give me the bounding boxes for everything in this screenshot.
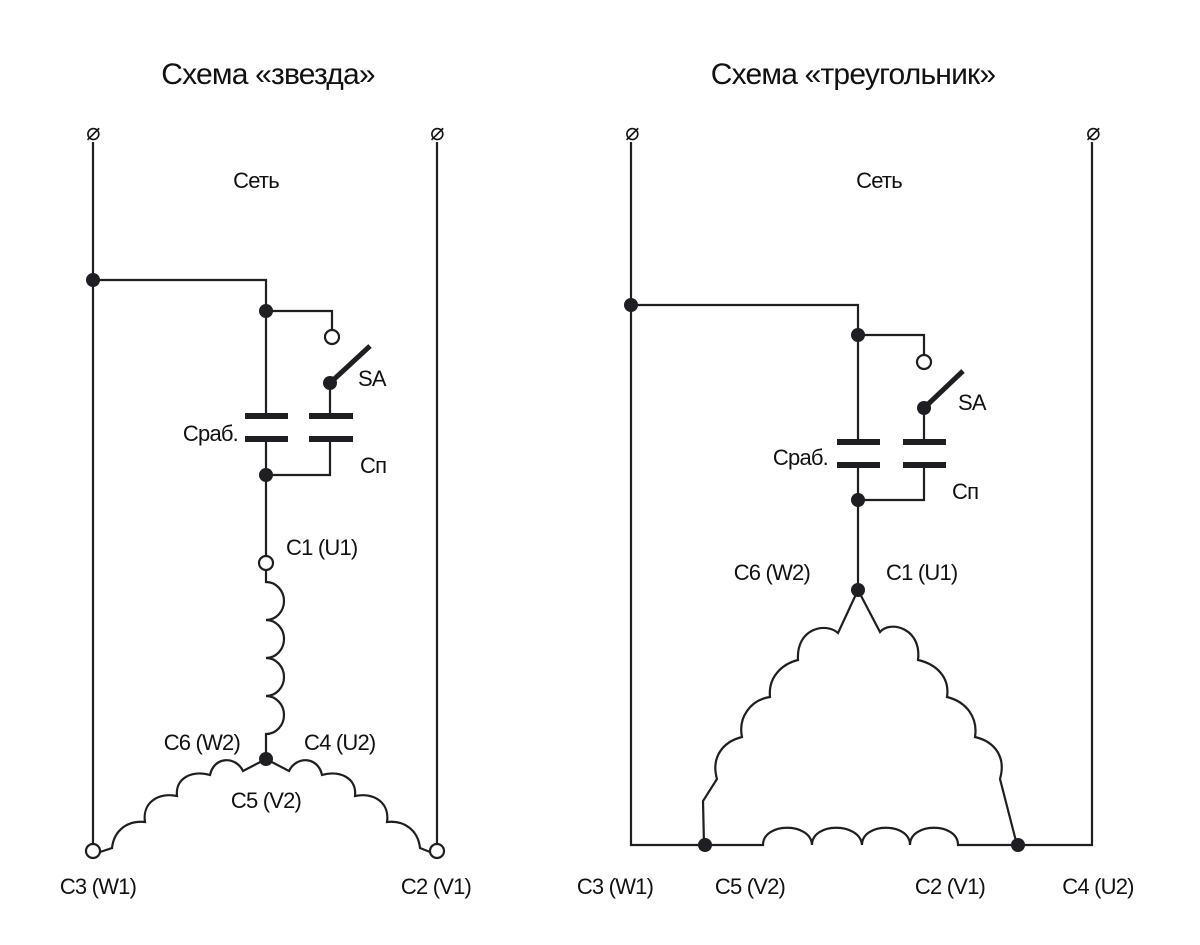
delta-right-node	[1011, 838, 1025, 852]
delta-switch-open-contact	[915, 353, 933, 371]
delta-left-node	[698, 838, 712, 852]
star-switch-sa-icon	[328, 344, 372, 385]
delta-label-c5: C5 (V2)	[715, 874, 785, 899]
delta-label-c4: C4 (U2)	[1062, 874, 1133, 899]
delta-diagram: Схема «треугольник» ⌀ ⌀ Сеть SA Сраб. Сп…	[577, 58, 1135, 899]
star-left-network-terminal-icon: ⌀	[86, 119, 100, 146]
delta-coil-bottom	[705, 826, 1018, 847]
star-cap-start-label: Сп	[360, 453, 386, 478]
delta-coil-left	[701, 589, 859, 846]
star-cap-junction-node	[259, 468, 273, 482]
star-label-c5: C5 (V2)	[231, 788, 301, 813]
delta-title: Схема «треугольник»	[711, 58, 996, 91]
star-branch-wire	[93, 278, 268, 415]
star-diagram: Схема «звезда» ⌀ ⌀ Сеть SA Сраб. Сп C1 (…	[60, 58, 472, 899]
star-label-c3: C3 (W1)	[60, 874, 136, 899]
star-cap-start-return-wire	[266, 439, 332, 477]
delta-cap-start-label: Сп	[952, 479, 978, 504]
delta-label-c6: C6 (W2)	[734, 560, 810, 585]
star-switch-node	[259, 304, 273, 318]
star-coil-v	[265, 758, 431, 854]
star-title: Схема «звезда»	[161, 58, 375, 91]
delta-label-c2: C2 (V1)	[915, 874, 985, 899]
star-switch-feed-wire	[266, 309, 334, 330]
delta-switch-label: SA	[958, 390, 987, 415]
star-label-c6: C6 (W2)	[164, 730, 240, 755]
star-coil-w	[99, 758, 267, 854]
star-switch-open-contact	[323, 328, 341, 346]
delta-right-network-terminal-icon: ⌀	[1086, 119, 1100, 146]
delta-left-mains-wire	[629, 142, 705, 847]
star-cap-work-label: Сраб.	[183, 421, 238, 446]
star-terminal-c2	[428, 842, 446, 860]
star-label-c2: C2 (V1)	[401, 874, 471, 899]
star-terminal-c1	[257, 554, 275, 572]
star-switch-label: SA	[358, 366, 387, 391]
star-label-c4: C4 (U2)	[304, 730, 375, 755]
star-coil-u	[264, 570, 286, 758]
delta-label-c1: C1 (U1)	[886, 560, 957, 585]
delta-cap-start-return-wire	[858, 465, 926, 502]
delta-network-label: Сеть	[856, 168, 902, 193]
star-right-network-terminal-icon: ⌀	[430, 119, 444, 146]
delta-cap-junction-node	[851, 493, 865, 507]
delta-branch-wire	[631, 303, 860, 440]
delta-switch-sa-icon	[922, 369, 965, 410]
delta-label-c3: C3 (W1)	[577, 874, 653, 899]
delta-left-network-terminal-icon: ⌀	[625, 119, 639, 146]
delta-coil-right	[857, 589, 1019, 846]
star-network-label: Сеть	[233, 168, 279, 193]
star-branch-node	[86, 273, 100, 287]
star-nodes	[86, 273, 273, 482]
delta-cap-work-label: Сраб.	[773, 445, 828, 470]
delta-switch-feed-wire	[858, 333, 926, 354]
delta-right-mains-wire	[1018, 142, 1094, 847]
star-label-c1: C1 (U1)	[286, 535, 357, 560]
star-terminal-c3	[84, 842, 102, 860]
